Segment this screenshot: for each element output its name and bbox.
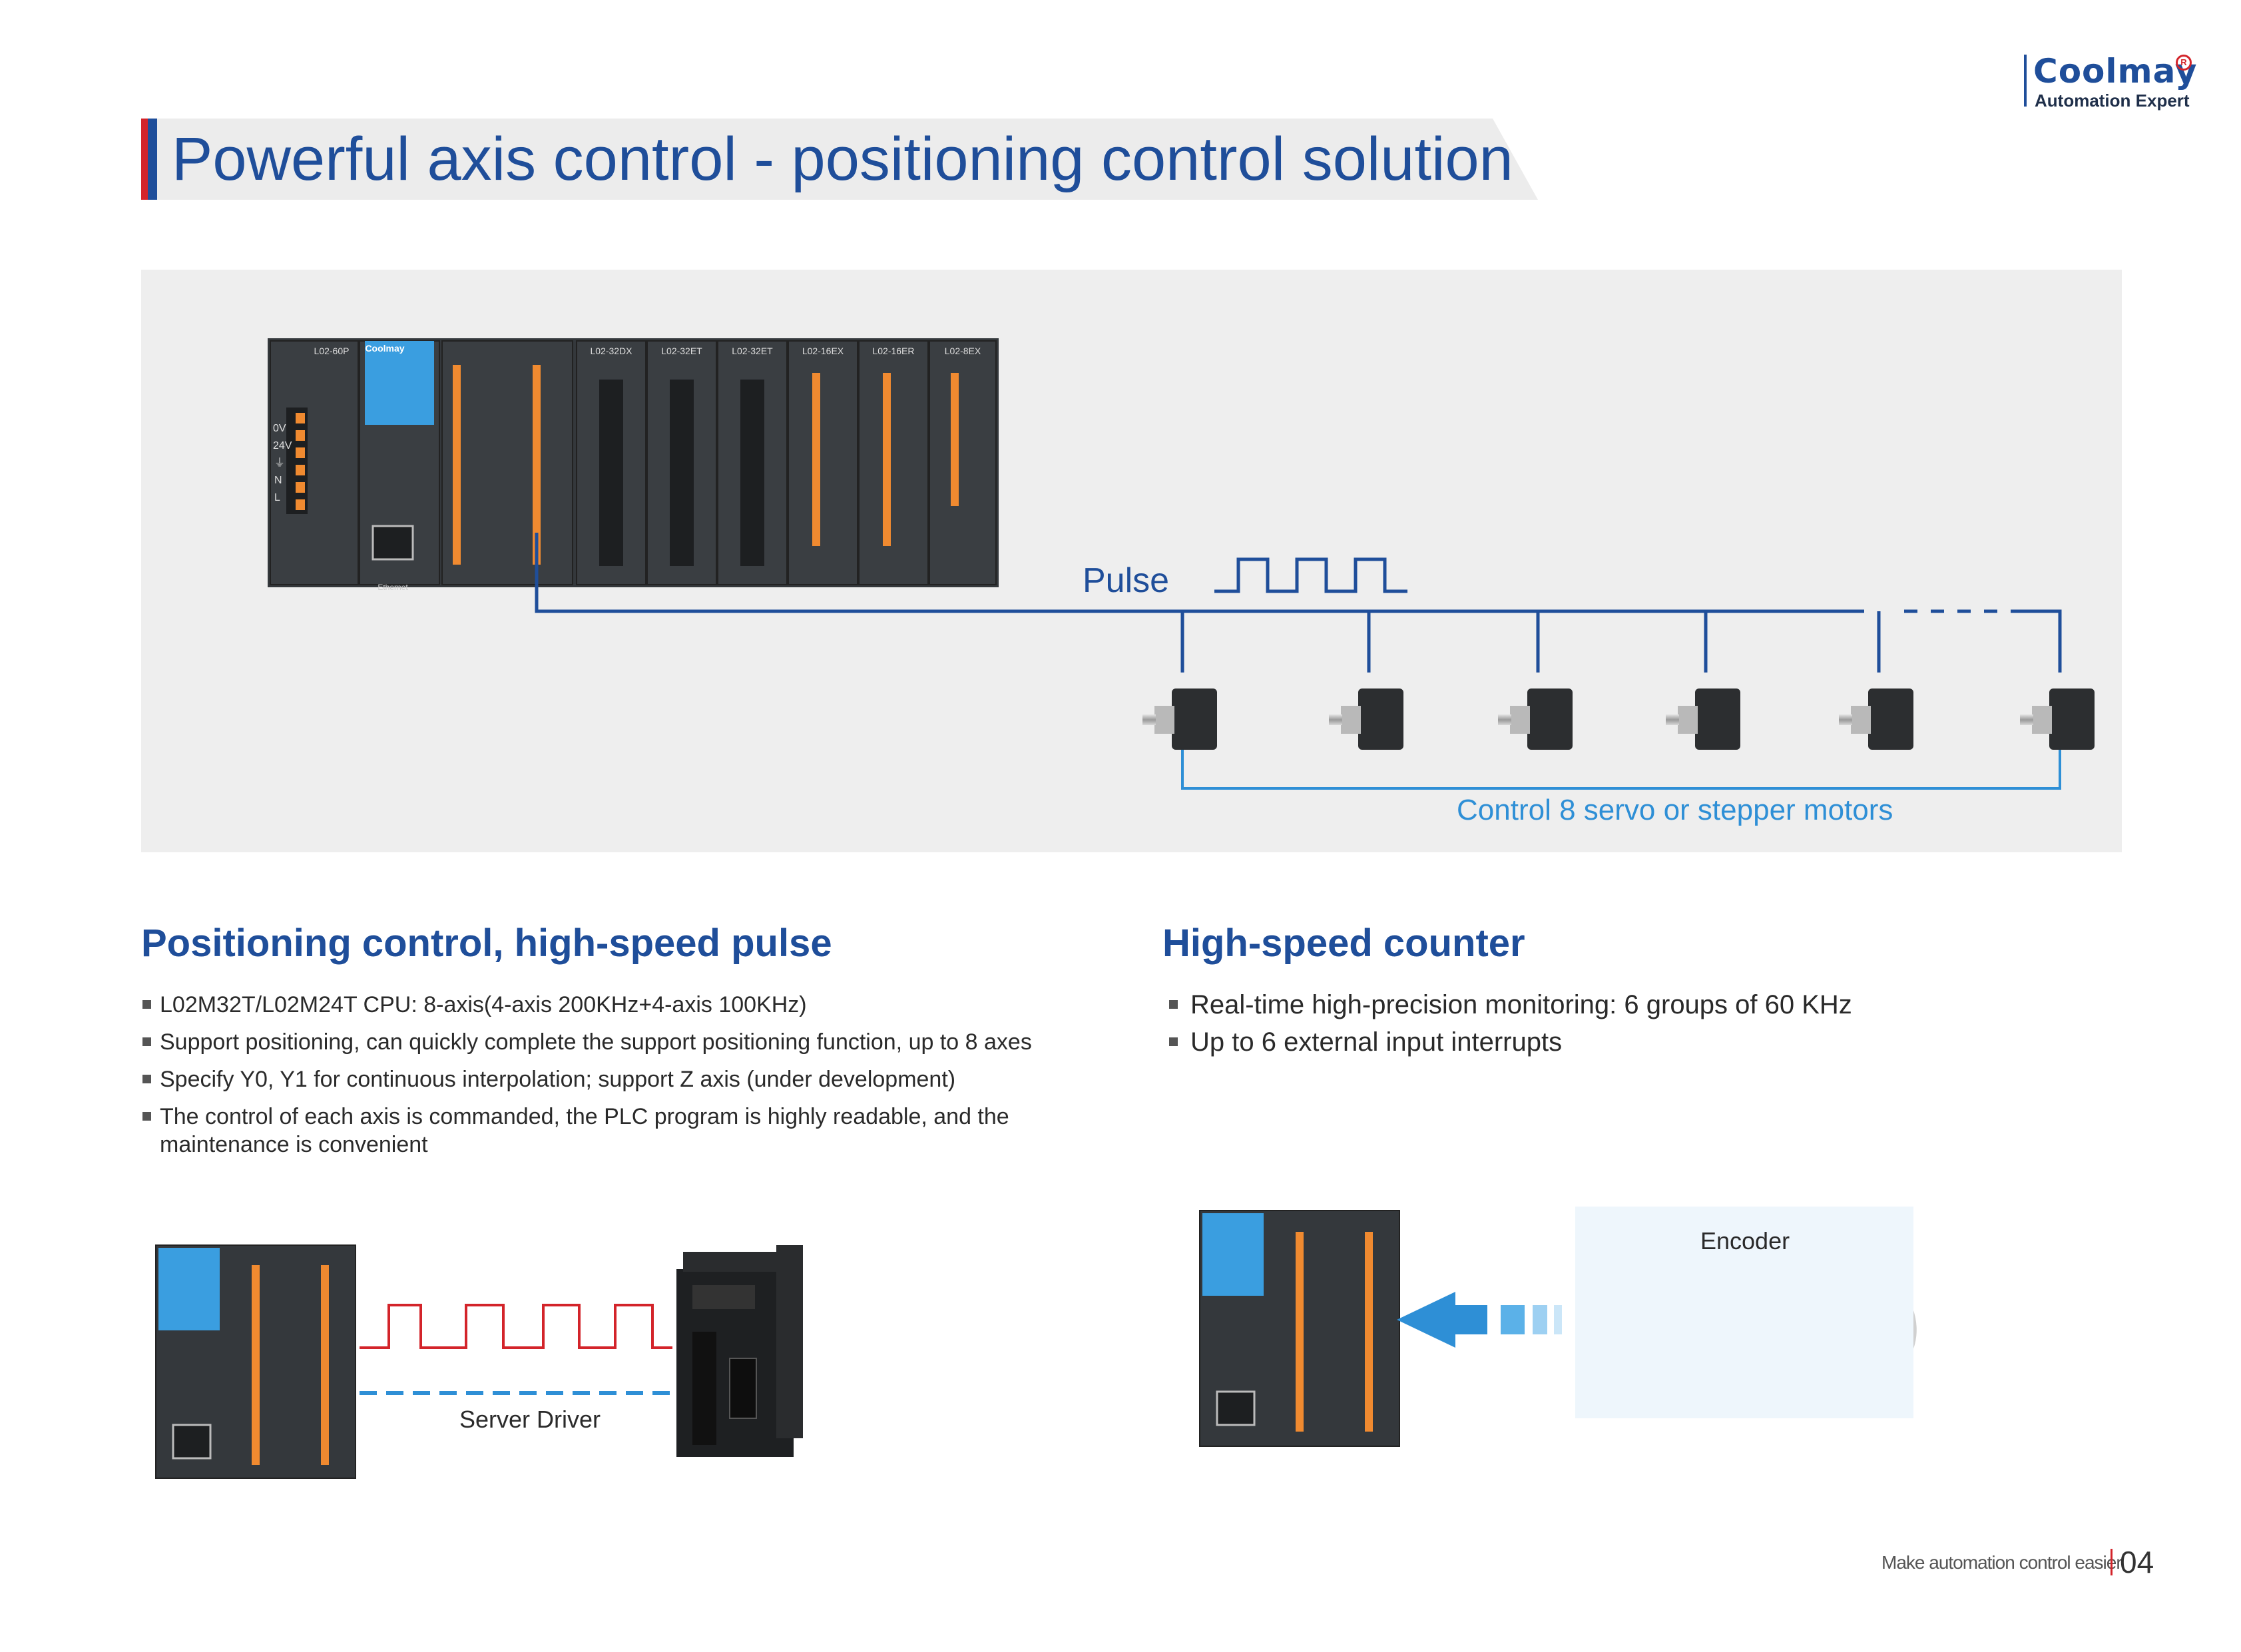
stepper-motor bbox=[1329, 688, 1403, 750]
encoder-panel bbox=[1575, 1207, 1913, 1418]
bullet-square-icon bbox=[142, 1037, 151, 1046]
module-label: L02-16EX bbox=[802, 346, 844, 356]
page-title: Powerful axis control - positioning cont… bbox=[172, 125, 1513, 193]
stepper-motor bbox=[2020, 688, 2095, 750]
terminal-label: 24V bbox=[273, 440, 292, 451]
stepper-motor bbox=[1498, 688, 1573, 750]
logo-divider bbox=[2024, 55, 2027, 107]
motors-caption: Control 8 servo or stepper motors bbox=[1457, 794, 1893, 826]
pulse-waveform bbox=[1214, 557, 1407, 593]
bullet-square-icon bbox=[1169, 1000, 1178, 1009]
pulse-label: Pulse bbox=[1083, 561, 1170, 600]
positioning-bullet: Specify Y0, Y1 for continuous interpolat… bbox=[160, 1067, 956, 1092]
positioning-bullet: L02M32T/L02M24T CPU: 8-axis(4-axis 200KH… bbox=[160, 992, 807, 1017]
title-accent-blue bbox=[148, 119, 157, 200]
encoder-label: Encoder bbox=[1700, 1227, 1790, 1254]
positioning-heading: Positioning control, high-speed pulse bbox=[141, 922, 832, 965]
terminal-label: ⏚ bbox=[274, 457, 285, 469]
footer-tagline: Make automation control easier bbox=[1881, 1552, 2122, 1573]
power-module-label: L02-60P bbox=[314, 346, 350, 356]
counter-bullet: Up to 6 external input interrupts bbox=[1190, 1027, 1563, 1057]
main-terminals bbox=[453, 365, 541, 565]
bullet-square-icon bbox=[142, 1075, 151, 1083]
module-label: L02-8EX bbox=[945, 346, 981, 356]
brand-tagline: Automation Expert bbox=[2035, 91, 2190, 111]
title-banner bbox=[141, 119, 1538, 200]
bullet-square-icon bbox=[1169, 1037, 1178, 1046]
small-plc-left bbox=[155, 1244, 356, 1479]
stepper-motor bbox=[1666, 688, 1740, 750]
terminal-label: 0V bbox=[273, 423, 286, 434]
cpu-brand-label: Coolmay bbox=[365, 343, 404, 354]
servo-driver bbox=[676, 1245, 803, 1457]
module-label: L02-16ER bbox=[872, 346, 914, 356]
terminal-label: L bbox=[274, 492, 280, 503]
registered-mark: R bbox=[2176, 55, 2192, 71]
module-label: L02-32ET bbox=[732, 346, 773, 356]
terminal-label: N bbox=[274, 475, 282, 486]
small-plc-right bbox=[1199, 1210, 1400, 1447]
input-arrow bbox=[1397, 1292, 1562, 1348]
footer-divider bbox=[2111, 1549, 2113, 1575]
positioning-bullet-continued: maintenance is convenient bbox=[160, 1132, 428, 1157]
positioning-bullet: Support positioning, can quickly complet… bbox=[160, 1029, 1032, 1055]
module-label: L02-32DX bbox=[590, 346, 632, 356]
ethernet-label: Ethernet bbox=[377, 583, 408, 592]
positioning-bullet: The control of each axis is commanded, t… bbox=[160, 1104, 1009, 1129]
stepper-motor bbox=[1142, 688, 1217, 750]
page-number: 04 bbox=[2120, 1545, 2154, 1579]
title-accent-red bbox=[141, 119, 148, 200]
driver-pulse-waveform bbox=[360, 1304, 672, 1349]
server-driver-label: Server Driver bbox=[459, 1406, 601, 1433]
plc-rack bbox=[268, 338, 999, 587]
module-label: L02-32ET bbox=[661, 346, 702, 356]
bullet-square-icon bbox=[142, 1112, 151, 1121]
pulse-bus bbox=[535, 533, 2062, 673]
motor-group-bracket bbox=[1181, 750, 2061, 790]
counter-bullet: Real-time high-precision monitoring: 6 g… bbox=[1190, 990, 1852, 1019]
brand-logo: Coolmay bbox=[2033, 52, 2198, 91]
bullet-square-icon bbox=[142, 1000, 151, 1009]
counter-heading: High-speed counter bbox=[1162, 922, 1525, 965]
stepper-motor bbox=[1839, 688, 1913, 750]
